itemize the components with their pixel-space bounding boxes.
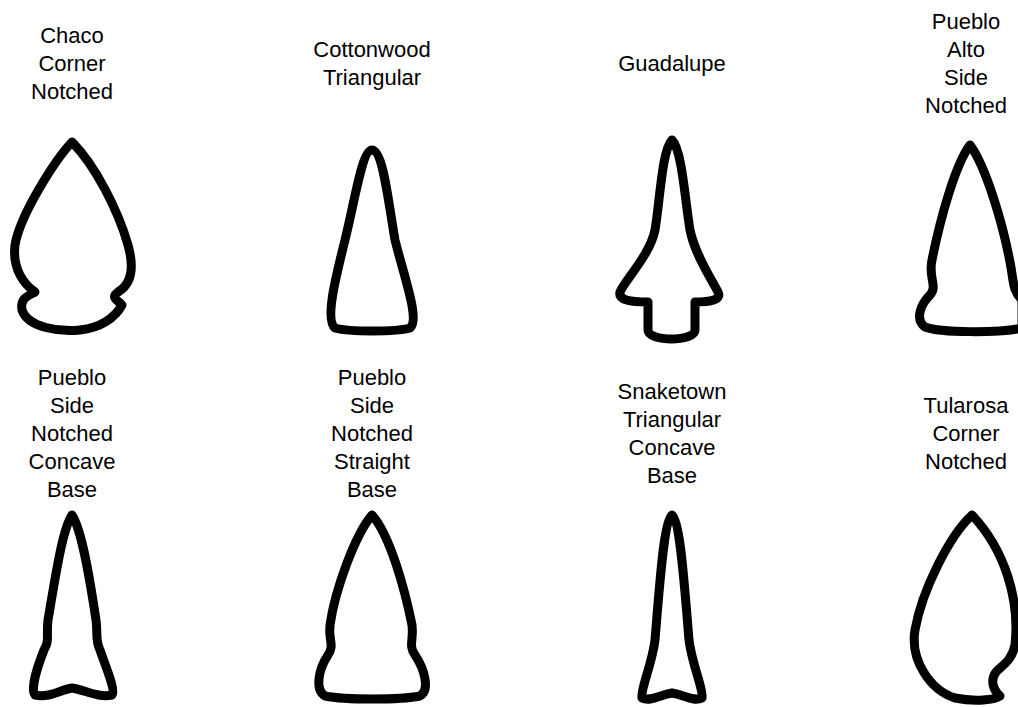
chaco-point <box>15 142 132 330</box>
type-label: Snaketown Triangular Concave Base <box>618 378 727 490</box>
type-label: Tularosa Corner Notched <box>924 392 1009 476</box>
cottonwood-point <box>331 150 413 331</box>
concave-base-point <box>33 515 112 696</box>
type-label: Pueblo Side Notched Concave Base <box>29 364 116 504</box>
snaketown-point <box>642 515 702 699</box>
type-label: Cottonwood Triangular <box>313 36 430 92</box>
guadalupe-point <box>620 140 719 339</box>
type-label: Guadalupe <box>618 50 726 78</box>
type-label: Chaco Corner Notched <box>31 22 113 106</box>
type-label: Pueblo Alto Side Notched <box>925 8 1007 120</box>
type-label: Pueblo Side Notched Straight Base <box>331 364 413 504</box>
tularosa-point <box>914 515 1016 700</box>
pueblo-alto-point <box>920 145 1018 332</box>
straight-base-point <box>319 515 426 699</box>
